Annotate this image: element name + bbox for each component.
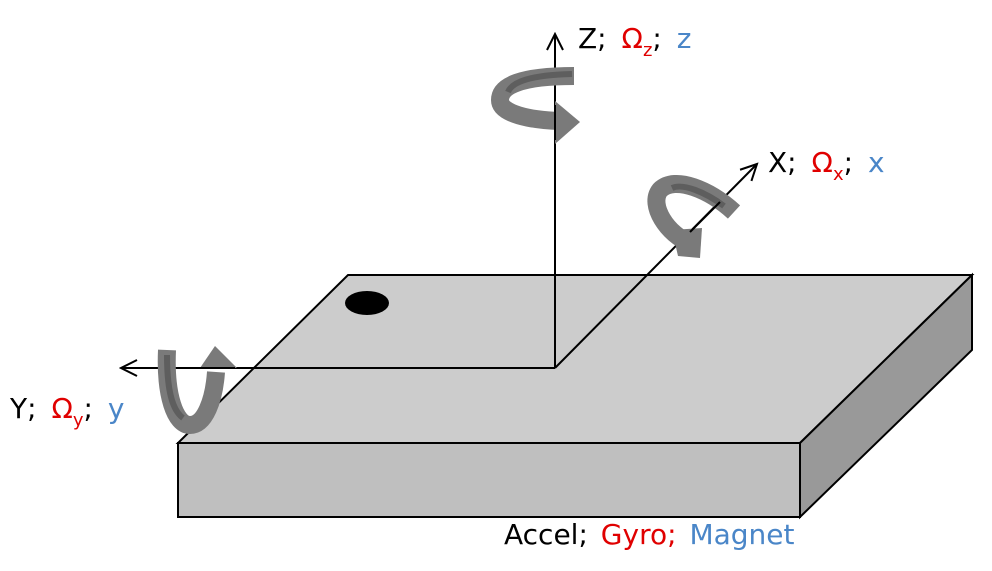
y-separator: ; xyxy=(84,392,93,425)
z-gyro-subscript: z xyxy=(643,40,652,61)
y-gyro-label: Ω xyxy=(51,392,72,425)
x-magnet-label: x xyxy=(868,146,885,179)
y-rotation-arrow-icon xyxy=(157,346,237,435)
legend-accel: Accel; xyxy=(504,518,588,551)
x-axis-label: X; Ωx; x xyxy=(768,146,885,185)
z-accel-label: Z; xyxy=(578,22,607,55)
x-gyro-subscript: x xyxy=(833,164,844,185)
board-front-face xyxy=(177,442,801,518)
x-rotation-arrow-icon xyxy=(647,174,741,258)
y-magnet-label: y xyxy=(108,392,125,425)
y-axis-label: Y; Ωy; y xyxy=(9,392,124,431)
legend-gyro: Gyro; xyxy=(601,518,677,551)
x-gyro-label: Ω xyxy=(812,146,833,179)
orientation-dot xyxy=(345,291,389,315)
z-magnet-label: z xyxy=(677,22,692,55)
board-side-face xyxy=(799,272,973,520)
sensor-legend: Accel; Gyro; Magnet xyxy=(504,518,795,551)
legend-magnet: Magnet xyxy=(689,518,794,551)
x-accel-label: X; xyxy=(768,146,797,179)
y-accel-label: Y; xyxy=(9,392,37,425)
z-axis-label: Z; Ωz; z xyxy=(578,22,691,61)
sensor-board xyxy=(175,272,975,520)
x-separator: ; xyxy=(844,146,853,179)
y-gyro-subscript: y xyxy=(73,410,84,431)
z-rotation-arrow-icon xyxy=(490,67,580,144)
z-gyro-label: Ω xyxy=(622,22,643,55)
z-separator: ; xyxy=(652,22,661,55)
